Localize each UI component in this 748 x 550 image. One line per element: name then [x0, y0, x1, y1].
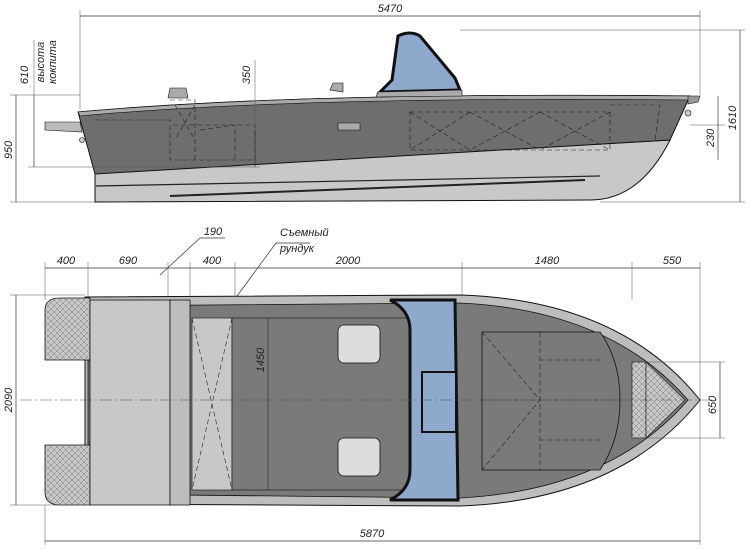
overall-length-label: 5470 [378, 3, 403, 15]
hull-bottom [94, 139, 671, 203]
cockpit-height-label-2: кокпита [47, 40, 59, 84]
top-view: 400 690 190 400 2000 1480 550 Съемный ру… [3, 226, 725, 545]
dim-190: 190 [204, 226, 223, 238]
hull-height-label: 950 [3, 140, 15, 159]
transom-platform [89, 299, 171, 506]
dim-400-stern: 400 [57, 255, 76, 267]
cockpit-floor [231, 317, 413, 491]
total-height-label: 1610 [727, 105, 739, 130]
seat-starboard [337, 324, 381, 364]
dim-400: 400 [203, 255, 222, 267]
seat-port [337, 437, 381, 477]
seat-height-label: 350 [241, 65, 253, 84]
bow-lockers [481, 331, 621, 471]
cockpit-height-value: 610 [19, 65, 31, 84]
beam-label: 2090 [3, 387, 15, 413]
dim-2000: 2000 [335, 255, 361, 267]
stern-float-top [44, 297, 91, 361]
side-view: 5470 950 610 высота кокпита [3, 3, 745, 203]
console-top [375, 89, 463, 98]
bow-eye-icon [684, 109, 692, 117]
stern-cleat [167, 87, 189, 99]
callout-removable: Съемный [280, 227, 329, 239]
inner-width-label: 1450 [255, 347, 267, 372]
dim-550: 550 [663, 255, 682, 267]
motor-bracket [44, 121, 83, 133]
overall-length-top-label: 5870 [360, 528, 385, 540]
windshield [376, 31, 463, 94]
dim-1480: 1480 [535, 255, 560, 267]
bow-height-label: 230 [705, 128, 717, 148]
seat [337, 122, 361, 131]
dim-690: 690 [119, 255, 138, 267]
stern-float-bottom [44, 444, 91, 506]
seat-back [329, 82, 344, 93]
cockpit-height-label-1: высота [35, 42, 47, 83]
bow-width-label: 650 [707, 395, 719, 414]
console [421, 371, 457, 433]
callout-locker: рундук [279, 243, 315, 255]
